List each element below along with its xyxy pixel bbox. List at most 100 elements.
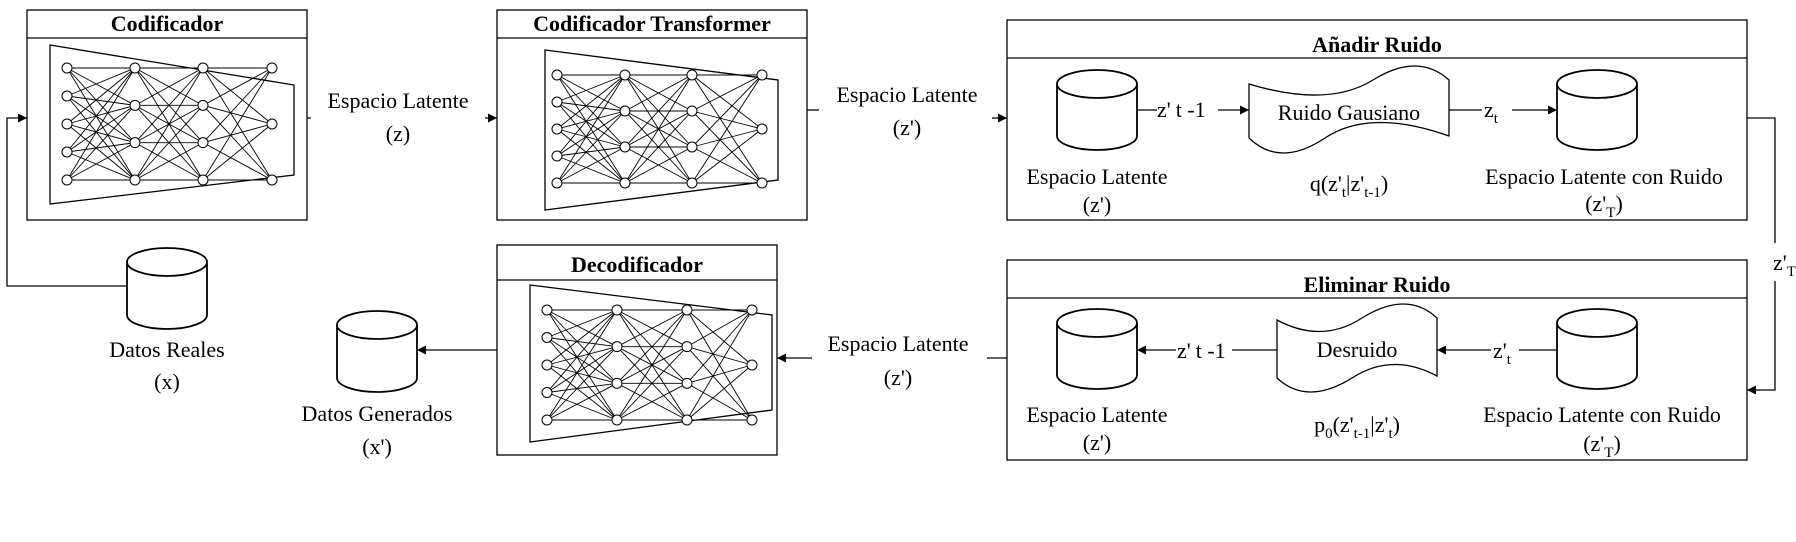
network-edge [66, 123, 136, 144]
network-edge [66, 95, 136, 181]
network-edge [546, 309, 618, 384]
network-edge [546, 309, 618, 366]
network-node [611, 377, 623, 389]
network-edge [556, 74, 626, 103]
network-node [61, 90, 73, 102]
remove-noise-process-label: Desruido [1317, 337, 1398, 362]
network-edge [686, 382, 753, 421]
network-edge [691, 74, 763, 184]
remove-noise-process-shape [1276, 303, 1438, 393]
network-edge [556, 146, 626, 157]
network-edge [616, 309, 688, 421]
network-edge [202, 142, 273, 181]
network-edge [691, 128, 763, 148]
network-edge [624, 74, 693, 112]
network-edge [624, 74, 693, 184]
remove-noise-source-label: Espacio Latente con Ruido [1483, 402, 1721, 427]
network-edge [134, 105, 204, 181]
network-node [551, 123, 563, 135]
decoder-block: Decodificador [496, 244, 778, 456]
network-edge [546, 392, 618, 421]
network-node [619, 141, 631, 153]
network-node [541, 414, 553, 426]
decoder-network-outline [529, 284, 773, 443]
network-node [541, 332, 553, 343]
network-edge [66, 67, 136, 181]
network-edge [556, 110, 626, 157]
network-node [541, 387, 553, 398]
network-edge [624, 74, 693, 148]
network-node [611, 304, 623, 316]
network-edge [546, 346, 618, 393]
network-node [746, 359, 758, 371]
network-edge [556, 74, 626, 130]
network-node [746, 304, 758, 316]
decoder-network [541, 304, 758, 426]
network-node [686, 69, 698, 81]
network-edge [624, 110, 693, 184]
network-edge [202, 67, 273, 125]
network-node [756, 69, 768, 81]
encoder-box [26, 9, 308, 221]
network-edge [556, 110, 626, 130]
network-node [756, 123, 768, 135]
network-edge [556, 74, 626, 157]
remove-noise-source-database [1556, 308, 1638, 390]
network-node [551, 177, 563, 189]
network-edge [66, 142, 136, 153]
network-edge [202, 67, 273, 143]
network-edge [66, 67, 136, 106]
edge-z-label: Espacio Latente [327, 88, 468, 113]
database-icon [1056, 308, 1138, 390]
network-edge [546, 382, 618, 393]
network-edge [202, 105, 273, 181]
network-edge [556, 110, 626, 184]
add-noise-block: Añadir Ruido Espacio Latente (z') z't -1… [1006, 19, 1748, 221]
network-node [746, 414, 758, 426]
network-node [756, 177, 768, 189]
add-noise-source-database [1056, 69, 1138, 151]
network-edge [134, 67, 204, 106]
network-edge [134, 67, 204, 143]
real-data-database [126, 247, 208, 330]
add-noise-source-label: Espacio Latente [1026, 164, 1167, 189]
network-edge [686, 364, 753, 421]
database-icon [126, 247, 208, 330]
network-edge [134, 142, 204, 181]
network-edge [546, 309, 618, 348]
edge-zprime-bottom-sublabel: (z') [884, 365, 912, 390]
network-node [266, 174, 278, 186]
add-to-remove-connector-top [1747, 117, 1776, 243]
real-data-sublabel: (x) [154, 369, 180, 394]
edge-zprime-bottom-label: Espacio Latente [827, 331, 968, 356]
network-edge [556, 146, 626, 184]
network-edge [546, 364, 618, 421]
network-edge [686, 346, 753, 366]
network-node [129, 99, 141, 111]
add-noise-edge-in-label: z't -1 [1157, 97, 1206, 122]
network-node [611, 341, 623, 353]
add-to-remove-connector-bottom [1747, 281, 1776, 395]
encoder-network-outline [49, 44, 295, 205]
network-edge [691, 74, 763, 148]
network-edge [556, 128, 626, 148]
network-edge [556, 128, 626, 184]
remove-noise-formula: p0(z't-1|z't) [1314, 412, 1400, 442]
network-edge [66, 142, 136, 181]
network-node [619, 69, 631, 81]
generated-data-sublabel: (x') [362, 434, 392, 459]
network-edge [202, 67, 273, 181]
network-edge [616, 309, 688, 348]
remove-noise-target-label: Espacio Latente [1026, 402, 1167, 427]
network-edge [616, 346, 688, 421]
network-edge [546, 346, 618, 366]
edge-z-sublabel: (z) [386, 121, 410, 146]
remove-noise-target-sublabel: (z') [1083, 430, 1111, 455]
network-edge [66, 123, 136, 181]
network-edge [66, 104, 136, 125]
network-edge [202, 123, 273, 181]
encoder-title: Codificador [111, 11, 224, 36]
database-icon [1556, 69, 1638, 151]
network-edge [66, 151, 136, 181]
